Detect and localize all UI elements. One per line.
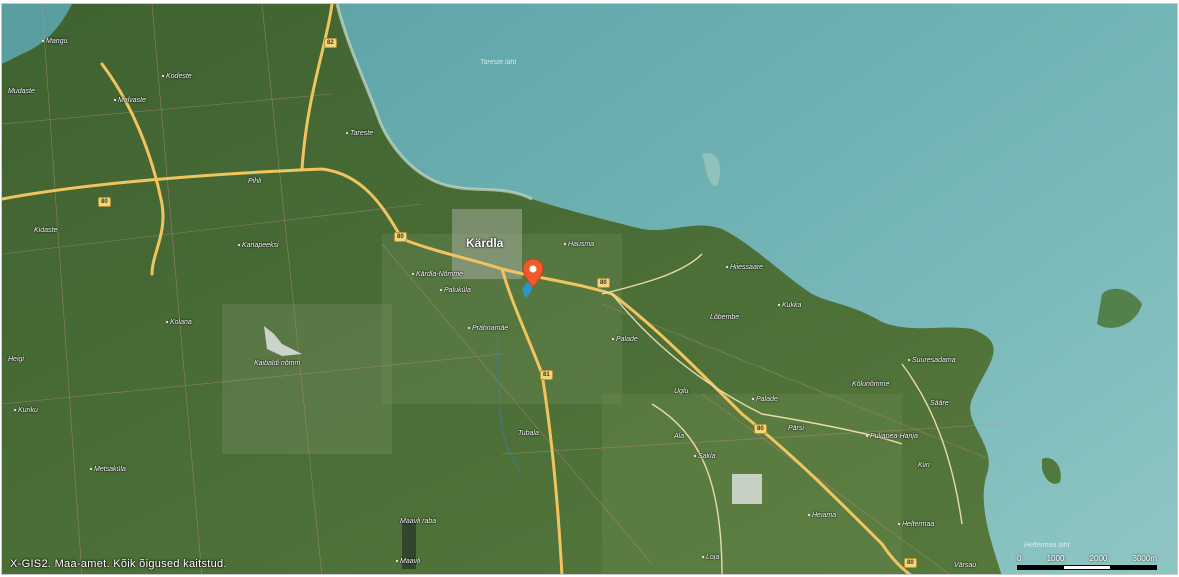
place-label: Kõlunõmme (852, 381, 890, 388)
map-imagery (2, 4, 1177, 574)
scale-tick: 3000m (1132, 554, 1157, 563)
scale-bar: 0 1000 2000 3000m (1017, 554, 1157, 570)
place-label: Sakla (694, 453, 716, 460)
road-number: 80 (754, 424, 767, 434)
place-label: Kärdla-Nõmme (412, 271, 463, 278)
place-label: Kolana (166, 319, 192, 326)
place-label: Maavli (396, 558, 420, 565)
place-label: Hausma (564, 241, 594, 248)
place-label: Prähnamäe (468, 325, 508, 332)
road-number: 81 (540, 370, 553, 380)
place-label: Malvaste (114, 97, 146, 104)
place-label: Sääre (930, 400, 949, 407)
place-label: Maavli raba (400, 518, 437, 525)
place-label: Kodeste (162, 73, 192, 80)
place-label: Mudaste (8, 88, 35, 95)
place-label: Suuresadama (908, 357, 956, 364)
road-number: 80 (904, 558, 917, 568)
bay-label: Tareste laht (480, 59, 517, 66)
place-label: Heltermaa (898, 521, 934, 528)
place-label: Kukka (778, 302, 801, 309)
road-number: 80 (597, 278, 610, 288)
place-label: Puliapea-Hanja (866, 433, 918, 440)
road-number: 82 (324, 38, 337, 48)
place-label: Pihli (248, 178, 262, 185)
location-pin-icon[interactable] (522, 258, 544, 293)
scale-tick: 2000 (1089, 554, 1108, 563)
road-number: 80 (98, 197, 111, 207)
place-label: Palade (752, 396, 778, 403)
place-label: Uglu (674, 388, 689, 395)
scale-tick: 0 (1017, 554, 1022, 563)
place-label: Heiama (808, 512, 836, 519)
place-label: Kiiri (918, 462, 930, 469)
place-label: Tareste (346, 130, 373, 137)
place-label: Kuriku (14, 407, 38, 414)
place-label: Mangu (42, 38, 67, 45)
bay-label: Heltermaa laht (1024, 542, 1070, 549)
place-label: Lõbembe (710, 314, 740, 321)
place-label: Pärsi (788, 425, 804, 432)
place-label: Metsaküla (90, 466, 126, 473)
place-label: Hiiessaare (726, 264, 763, 271)
place-label: Värsau (954, 562, 977, 569)
place-label: Loja (702, 554, 719, 561)
place-label: Ala (674, 433, 685, 440)
road-number: 80 (394, 232, 407, 242)
place-label: Paluküla (440, 287, 471, 294)
place-label: Kaibaldi nõmm (254, 360, 301, 367)
place-label: Heigi (8, 356, 24, 363)
town-label: Kärdla (466, 236, 504, 250)
map-canvas[interactable]: Tareste laht Heltermaa laht Mangu Kodest… (1, 3, 1178, 575)
attribution: X-GIS2. Maa-amet. Kõik õigused kaitstud. (10, 558, 227, 570)
place-label: Tubala (518, 430, 539, 437)
place-label: Kidaste (34, 227, 58, 234)
place-label: Kanapeeksi (238, 242, 279, 249)
scale-tick: 1000 (1046, 554, 1065, 563)
place-label: Palade (612, 336, 638, 343)
